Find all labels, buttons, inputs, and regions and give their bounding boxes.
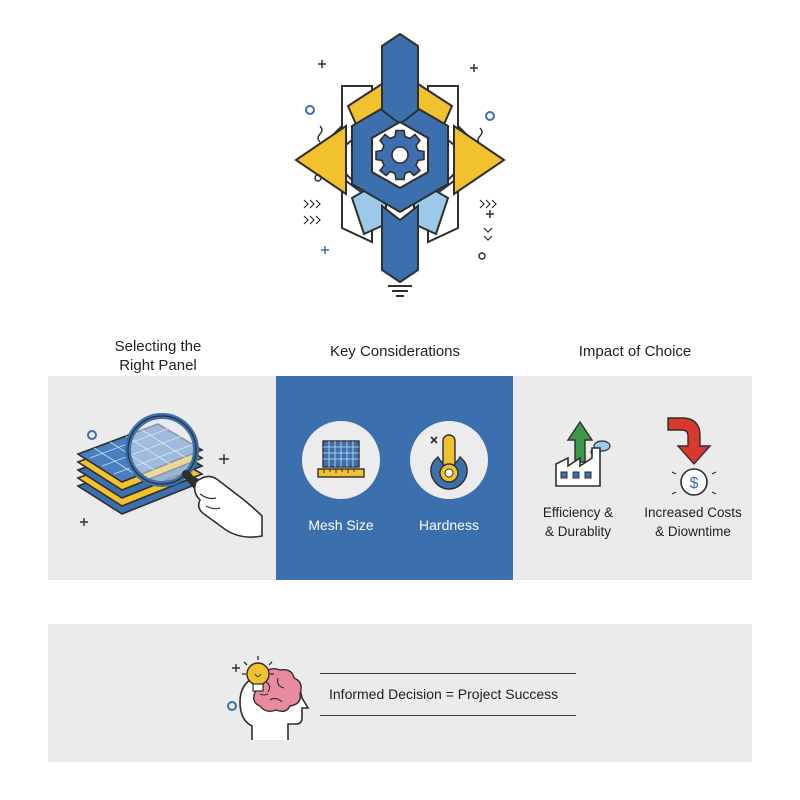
heading-impact-of-choice: Impact of Choice [578, 343, 692, 360]
thermometer-hardness-icon [430, 434, 468, 490]
impact-efficiency-line2: & Durablity [544, 524, 612, 539]
mesh-grid-ruler-icon [317, 440, 365, 478]
conclusion-rule-top [320, 673, 576, 674]
impact-costs-line1: Increased Costs [644, 505, 742, 520]
conclusion-band [48, 624, 752, 762]
svg-text:$: $ [690, 475, 699, 492]
conclusion-text: Informed Decision = Project Success [329, 686, 559, 702]
heading-key-considerations: Key Considerations [329, 343, 461, 360]
conclusion-rule-bottom [320, 715, 576, 716]
impact-efficiency-line1: Efficiency & [542, 505, 614, 520]
cost-down-arrow-icon: $ [667, 417, 717, 496]
factory-up-arrow-icon [555, 420, 611, 487]
impact-costs-line2: & Diowntime [655, 524, 731, 539]
heading-selecting-panel: Selecting the Right Panel [78, 337, 238, 375]
mesh-size-label: Mesh Size [308, 517, 374, 533]
impact-efficiency-label: Efficiency & & Durablity [528, 503, 628, 541]
gear-emblem-illustration [294, 32, 506, 297]
brain-lightbulb-icon [227, 656, 310, 740]
heading-selecting-line2: Right Panel [119, 357, 197, 374]
hardness-icon-circle [410, 421, 488, 499]
heading-selecting-line1: Selecting the [114, 338, 202, 355]
panel-magnifier-icon [76, 413, 263, 538]
hardness-label: Hardness [419, 517, 479, 533]
impact-costs-label: Increased Costs & Diowntime [636, 503, 750, 541]
mesh-size-icon-circle [302, 421, 380, 499]
